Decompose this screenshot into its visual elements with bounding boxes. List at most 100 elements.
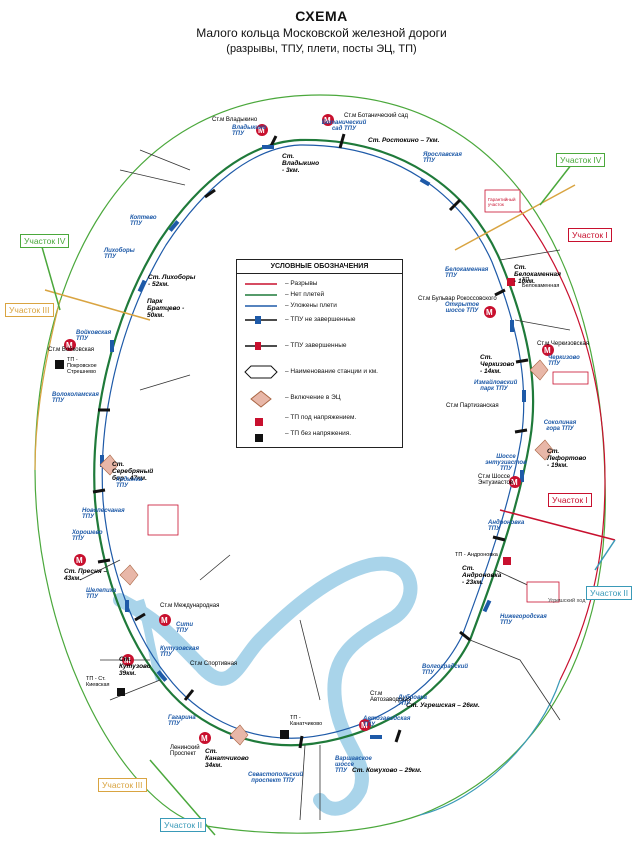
tp-black-square xyxy=(55,360,64,369)
tpu-label: Гагарина ТПУ xyxy=(168,715,196,727)
tpu-label: Волгоградский ТПУ xyxy=(422,664,469,676)
tpu-label: Соколиная гора ТПУ xyxy=(543,420,577,432)
station-label: Ст. Кожухово – 29км. xyxy=(352,767,422,774)
tpu-label: Сити ТПУ xyxy=(176,622,193,634)
tpu-label: Андроновка ТПУ xyxy=(488,520,525,532)
metro-icon: М xyxy=(542,344,554,356)
tpu-label: Кутузовская ТПУ xyxy=(160,646,199,658)
legend-item: – Уложены плети xyxy=(285,302,337,309)
metro-label: Ст.м Черкизовская xyxy=(537,341,590,347)
title-block: СХЕМА Малого кольца Московской железной … xyxy=(0,8,643,55)
metro-icon: М xyxy=(74,554,86,566)
station-label: Ст. Черкизово - 14км. xyxy=(480,354,515,375)
svg-text:М: М xyxy=(361,721,368,730)
svg-text:М: М xyxy=(66,341,73,350)
legend-item: – ТП без напряжения. xyxy=(285,430,352,437)
rail-label: Угрешский ход xyxy=(548,598,586,604)
svg-text:М: М xyxy=(161,616,168,625)
legend-item: – ТПУ завершенные xyxy=(285,342,347,349)
section-label-ii-right: Участок II xyxy=(586,586,633,600)
svg-text:М: М xyxy=(76,556,83,565)
rupture-bars xyxy=(92,133,529,749)
station-label: Ст. Пресня – 43км. xyxy=(64,568,108,582)
tpu-label: Ботанический сад ТПУ xyxy=(321,120,367,132)
tpu-label: Черкизово ТПУ xyxy=(548,355,580,367)
tpu-label: Хорошево ТПУ xyxy=(72,530,103,542)
note-label: Гарантийный участок xyxy=(488,197,516,207)
metro-icon: М xyxy=(64,339,76,351)
section-label-ii-bottom: Участок II xyxy=(160,818,207,832)
tpu-label: Автозаводская ТПУ xyxy=(363,716,411,728)
svg-text:М: М xyxy=(258,126,265,135)
spur-lines xyxy=(79,149,571,821)
tpu-label: Варшавское шоссе ТПУ xyxy=(335,756,372,774)
svg-text:М: М xyxy=(124,656,131,665)
station-label: Ст. Лихоборы - 52км. xyxy=(148,274,196,288)
station-label: Ст. Лефортово - 19км. xyxy=(547,448,587,469)
svg-text:М: М xyxy=(511,478,518,487)
metro-label: Ст.м Войковская xyxy=(48,347,95,353)
legend-item: – ТПУ не завершенные xyxy=(285,316,356,323)
station-label: Ст. Кутузово 39км. xyxy=(119,656,151,677)
tpu-label: Севастопольский проспект ТПУ xyxy=(248,772,304,784)
svg-text:М: М xyxy=(201,734,208,743)
section-boundary-teal-right xyxy=(419,679,561,816)
metro-label: Ст.м Партизанская xyxy=(446,403,499,409)
metro-icon: М xyxy=(122,654,134,666)
ec-hatch-marks xyxy=(99,359,554,746)
tp-label: ТП - Белокаменная xyxy=(522,277,560,289)
tp-label: ТП - Покровское Стрешнево xyxy=(67,357,97,375)
metro-icons: М М М М М М М М М М М xyxy=(64,114,554,744)
tpu-label: Ярославская ТПУ xyxy=(423,152,462,164)
metro-label: Ст.м Спортивная xyxy=(190,661,238,667)
metro-label: Ст.м Международная xyxy=(160,603,220,609)
tpu-label: Открытое шоссе ТПУ xyxy=(444,302,480,314)
station-label: Ст. Угрешская – 26км. xyxy=(406,702,480,709)
legend-item: – Включение в ЭЦ xyxy=(285,394,341,401)
tp-red-square xyxy=(503,557,511,565)
svg-text:М: М xyxy=(486,308,493,317)
station-label: Ст. Белокаменная - 10км. xyxy=(514,264,561,285)
tp-black-square xyxy=(280,730,289,739)
station-label: Парк Братцево - 50км. xyxy=(147,298,185,319)
station-label: Ст. Серебряный бор - 47км. xyxy=(112,461,154,482)
tpu-label: Шелепиха ТПУ xyxy=(86,588,117,600)
metro-label: Ленинский Проспект xyxy=(170,745,200,757)
tp-label: ТП - Канатчиково xyxy=(290,715,323,727)
legend-item: – Нет плетей xyxy=(285,291,325,298)
legend-item: – ТП под напряжением. xyxy=(285,414,357,421)
metro-icon: М xyxy=(256,124,268,136)
river-branch xyxy=(136,598,164,682)
svg-text:М: М xyxy=(544,346,551,355)
tpu-label: Владыкино ТПУ xyxy=(232,125,267,137)
metro-label: Ст.м Автозаводская xyxy=(370,691,412,703)
diagram-subtitle: Малого кольца Московской железной дороги xyxy=(196,26,447,40)
tp-black-square xyxy=(117,688,125,696)
metro-label: Ст.м Бульвар Рокоссовского xyxy=(418,296,497,302)
tpu-label: Коптево ТПУ xyxy=(130,215,157,227)
tpu-label: Ходынка ТПУ xyxy=(116,477,143,489)
section-cut-lines xyxy=(39,159,616,836)
tpu-label: Лихоборы ТПУ xyxy=(104,248,135,260)
metro-label: Ст.м Шоссе Энтузиастов xyxy=(478,474,514,486)
tpu-label: Нижегородская ТПУ xyxy=(500,614,547,626)
tp-red-square xyxy=(507,278,515,286)
metro-label: Ст.м Владыкино xyxy=(212,117,258,123)
tp-label: ТП - Андроновка xyxy=(455,552,498,558)
metro-icon: М xyxy=(509,476,521,488)
legend-item: – Наименование станции и км. xyxy=(285,368,378,375)
tpu-label: Дубровка ТПУ xyxy=(398,695,428,707)
section-label-i-top: Участок I xyxy=(568,228,612,242)
station-label: Ст. Ростокино – 7км. xyxy=(368,137,440,144)
station-label: Ст. Андроновка - 23км. xyxy=(462,565,502,586)
section-label-i-mid: Участок I xyxy=(548,493,592,507)
station-label: Ст. Владыкино - 3км. xyxy=(282,153,320,174)
tpu-label: Измайловский парк ТПУ xyxy=(474,380,518,392)
tp-squares xyxy=(55,278,515,739)
diagram-heading: СХЕМА xyxy=(295,8,348,24)
tpu-label: Войковская ТПУ xyxy=(76,330,112,342)
section-label-iv-right: Участок IV xyxy=(556,153,606,167)
note-boxes xyxy=(147,189,589,603)
metro-label: Ст.м Ботанический сад xyxy=(344,113,408,119)
